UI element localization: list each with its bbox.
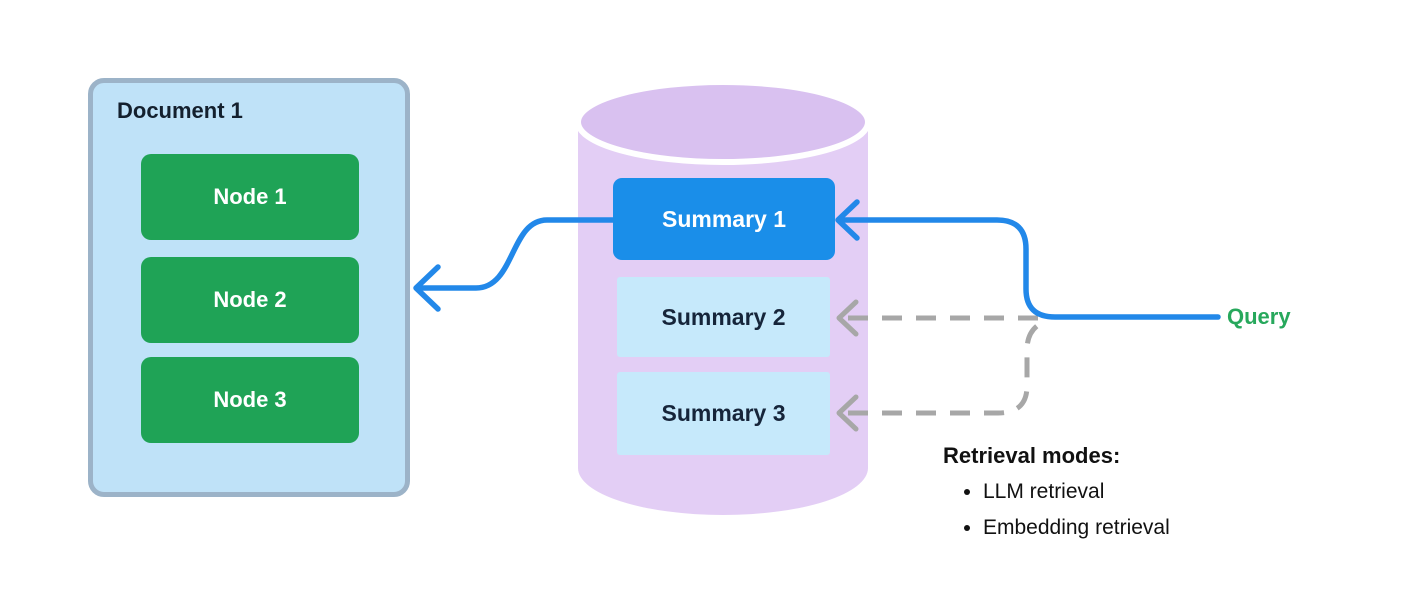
- arrow-query-to-summary2: [836, 299, 1046, 337]
- document-node-1: Node 1: [141, 154, 359, 240]
- document-node-2: Node 2: [141, 257, 359, 343]
- arrow-summary1-to-document: [413, 217, 616, 312]
- retrieval-modes-note: Retrieval modes: LLM retrieval Embedding…: [943, 442, 1263, 546]
- arrow-query-to-summary1: [835, 199, 1221, 320]
- cylinder-cap: [575, 79, 871, 165]
- arrow-query-to-summary3: [836, 318, 1047, 432]
- document-title: Document 1: [117, 98, 243, 123]
- summary-1-highlighted: Summary 1: [613, 178, 835, 260]
- summary-3: Summary 3: [617, 372, 830, 455]
- retrieval-mode-item-llm: LLM retrieval: [983, 474, 1263, 510]
- summary-2: Summary 2: [617, 277, 830, 357]
- query-label: Query: [1227, 304, 1291, 329]
- retrieval-modes-list: LLM retrieval Embedding retrieval: [943, 474, 1263, 546]
- retrieval-modes-title: Retrieval modes:: [943, 443, 1121, 468]
- retrieval-mode-item-embedding: Embedding retrieval: [983, 510, 1263, 546]
- document-node-3: Node 3: [141, 357, 359, 443]
